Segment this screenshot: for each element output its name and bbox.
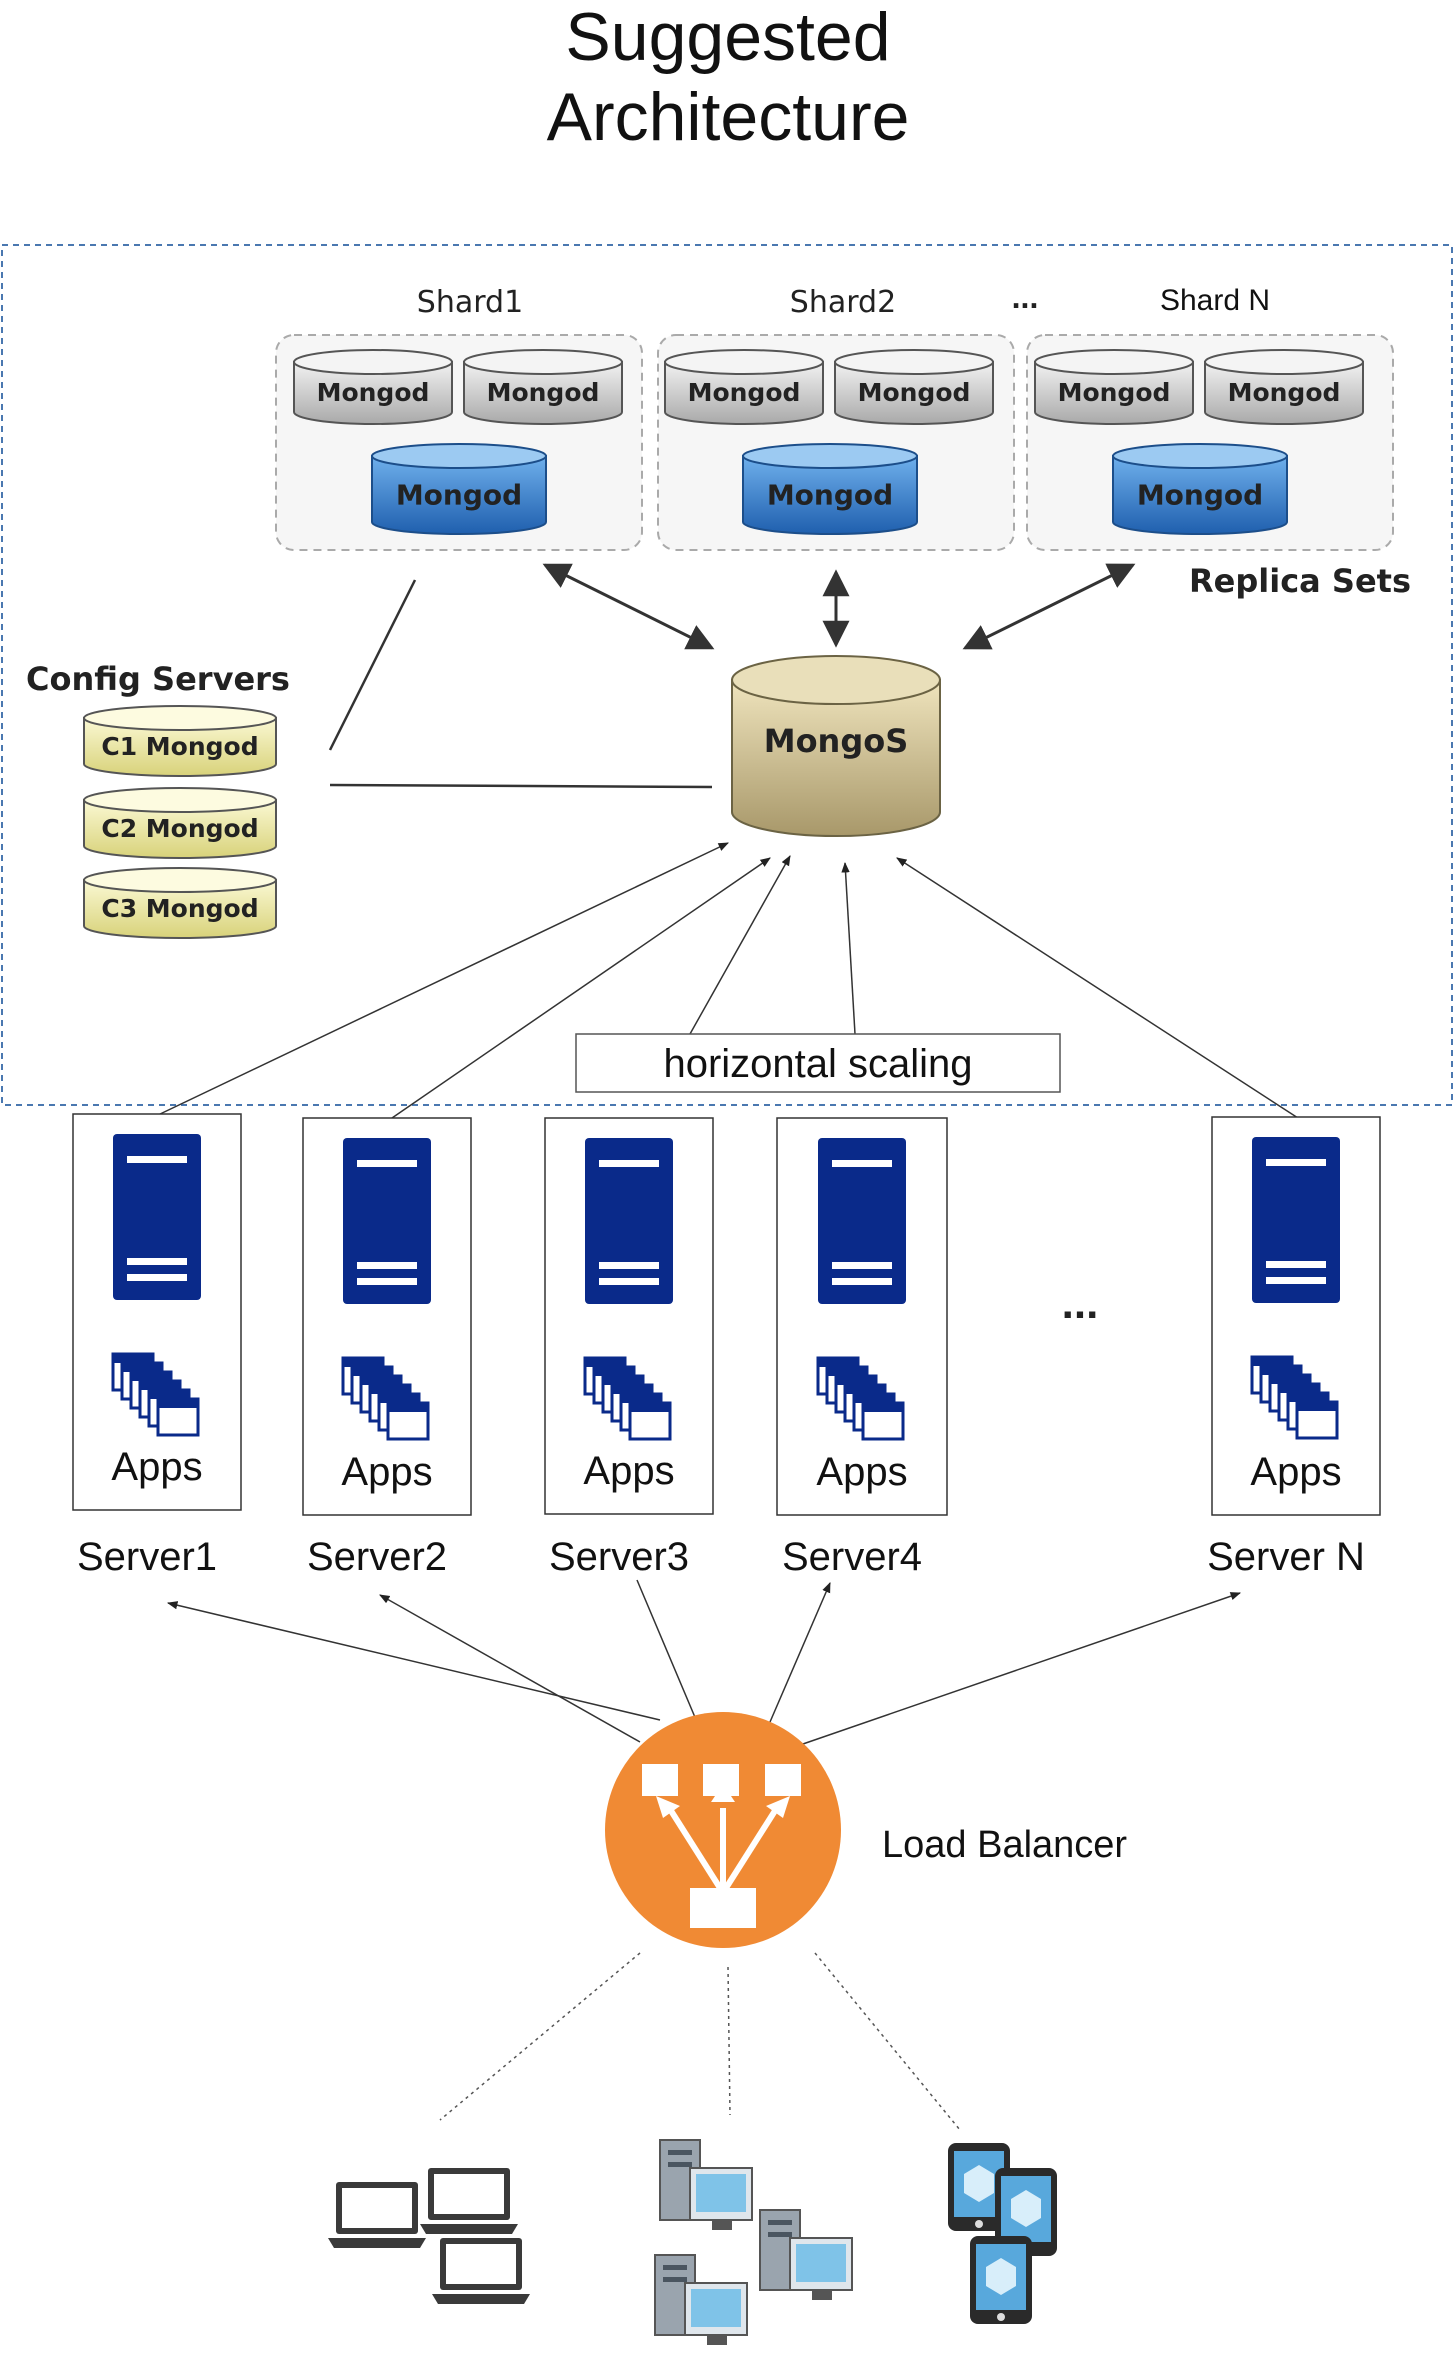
arrow-lb-servern: [799, 1592, 1241, 1746]
apps-stack-icon: [1250, 1355, 1339, 1440]
arrow-lb-server2: [379, 1594, 641, 1743]
secondary-mongod-cylinder: Mongod: [834, 349, 994, 425]
server-name: Server3: [549, 1535, 689, 1579]
secondary-mongod-cylinder: Mongod: [463, 349, 623, 425]
arrow-shard1-mongos: [542, 563, 715, 650]
config-connector-line: [328, 579, 417, 751]
arrow-shardn-mongos: [962, 563, 1136, 650]
secondary-mongod-cylinder-label: Mongod: [317, 378, 430, 407]
config-server-cylinder-label: C3 Mongod: [101, 894, 258, 923]
server-name: Server4: [782, 1535, 922, 1579]
arrow-servern-mongos: [896, 857, 1299, 1119]
apps-label: Apps: [1250, 1450, 1341, 1494]
desktop-computer-icon: [759, 2209, 853, 2300]
apps-stack-icon: [341, 1356, 430, 1441]
horizontal-scaling-label: horizontal scaling: [663, 1042, 972, 1086]
secondary-mongod-cylinder-label: Mongod: [858, 378, 971, 407]
apps-label: Apps: [111, 1445, 202, 1489]
config-server-cylinder-label: C1 Mongod: [101, 732, 258, 761]
server-name: Server1: [77, 1535, 217, 1579]
desktop-computer-icon: [654, 2254, 748, 2345]
apps-label: Apps: [341, 1450, 432, 1494]
secondary-mongod-cylinder: Mongod: [664, 349, 824, 425]
primary-mongod-cylinder-label: Mongod: [1137, 478, 1263, 511]
apps-label: Apps: [583, 1449, 674, 1493]
config-server-cylinder: C3 Mongod: [83, 867, 277, 939]
arrow-server1-mongos: [157, 842, 729, 1116]
config-server-cylinder: C2 Mongod: [83, 787, 277, 859]
config-server-cylinder-label: C2 Mongod: [101, 814, 258, 843]
load-balancer-label: Load Balancer: [882, 1824, 1127, 1866]
title-line-2: Architecture: [547, 79, 910, 155]
config-servers-label: Config Servers: [26, 660, 290, 698]
laptop-icon: [420, 2168, 518, 2234]
server-name: Server2: [307, 1535, 447, 1579]
secondary-mongod-cylinder-label: Mongod: [688, 378, 801, 407]
laptop-clients: [328, 2168, 530, 2304]
config-connector-line: [329, 783, 713, 789]
config-server-cylinder: C1 Mongod: [83, 705, 277, 777]
desktop-computer-icon: [659, 2139, 753, 2230]
server-icon: [1252, 1137, 1340, 1303]
server-icon: [585, 1138, 673, 1304]
load-balancer: [605, 1712, 841, 1948]
primary-mongod-cylinder: Mongod: [1112, 443, 1288, 535]
arrow-server3-mongos: [689, 855, 791, 1035]
mobile-clients: [948, 2143, 1057, 2324]
apps-stack-icon: [816, 1356, 905, 1441]
shard-ellipsis: ...: [1012, 279, 1039, 315]
apps-label: Apps: [816, 1450, 907, 1494]
mongos-router: MongoS: [731, 655, 941, 837]
server-ellipsis: ...: [1062, 1279, 1099, 1328]
primary-mongod-cylinder: Mongod: [371, 443, 547, 535]
client-link: [727, 1966, 731, 2116]
secondary-mongod-cylinder-label: Mongod: [1058, 378, 1171, 407]
primary-mongod-cylinder-label: Mongod: [396, 478, 522, 511]
secondary-mongod-cylinder-label: Mongod: [1228, 378, 1341, 407]
primary-mongod-cylinder-label: Mongod: [767, 478, 893, 511]
apps-stack-icon: [583, 1356, 672, 1441]
apps-stack-icon: [111, 1352, 200, 1437]
client-link: [439, 1952, 641, 2121]
desktop-clients: [654, 2139, 853, 2345]
server-icon: [818, 1138, 906, 1304]
replica-sets-label: Replica Sets: [1189, 562, 1411, 600]
server-icon: [113, 1134, 201, 1300]
arrow-lb-server1: [166, 1601, 661, 1721]
app-servers: AppsServer1AppsServer2AppsServer3AppsSer…: [72, 1113, 1381, 1579]
horizontal-scaling-box: [575, 1033, 1061, 1093]
secondary-mongod-cylinder: Mongod: [1204, 349, 1364, 425]
shard-label: Shard2: [790, 285, 896, 320]
primary-mongod-cylinder: Mongod: [742, 443, 918, 535]
arrow-server2-mongos: [391, 857, 771, 1119]
title-line-1: Suggested: [565, 0, 890, 75]
shard-label: Shard N: [1160, 284, 1270, 317]
client-link: [814, 1952, 961, 2131]
shard-label: Shard1: [417, 285, 523, 320]
arrow-lb-server4: [769, 1582, 831, 1723]
server-name: Server N: [1207, 1535, 1365, 1579]
arrow-server4-mongos: [841, 861, 856, 1035]
laptop-icon: [432, 2238, 530, 2304]
laptop-icon: [328, 2182, 426, 2248]
mobile-phone-icon: [970, 2236, 1032, 2324]
secondary-mongod-cylinder: Mongod: [293, 349, 453, 425]
mobile-phone-icon: [995, 2168, 1057, 2256]
config-servers: C1 Mongod C2 Mongod C3 Mongod: [83, 705, 277, 939]
server-icon: [343, 1138, 431, 1304]
mongos-label: MongoS: [764, 722, 909, 760]
arrow-lb-server3: [636, 1579, 698, 1723]
secondary-mongod-cylinder: Mongod: [1034, 349, 1194, 425]
secondary-mongod-cylinder-label: Mongod: [487, 378, 600, 407]
